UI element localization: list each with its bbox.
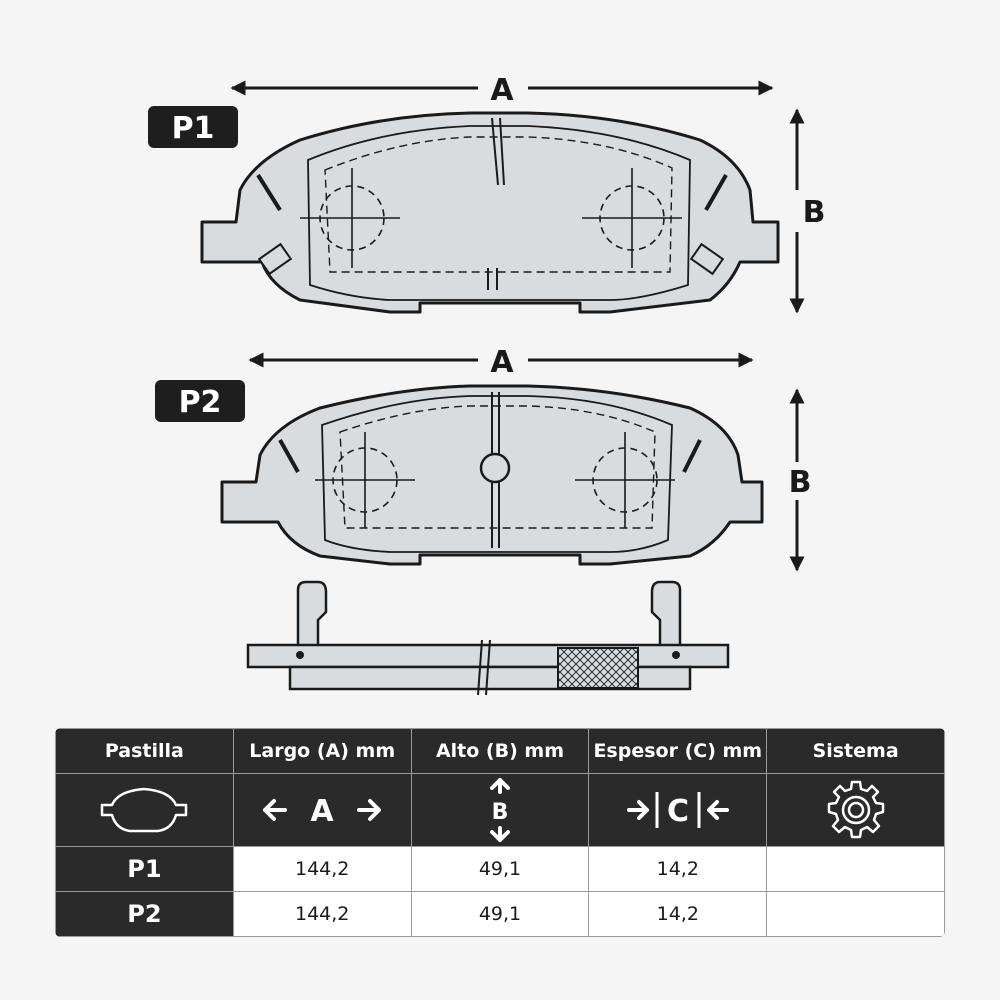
icon-cell-largo: A — [232, 773, 412, 847]
spec-table: Pastilla Largo (A) mm Alto (B) mm Espeso… — [55, 728, 945, 937]
alto-icon-letter: B — [492, 800, 509, 825]
row-p2-espesor: 14,2 — [588, 891, 768, 937]
side-view-clip-right — [650, 580, 682, 648]
spec-table-row-p1: P1 144,2 49,1 14,2 — [55, 846, 945, 892]
pad-p1-center-groove — [491, 117, 499, 186]
row-p1-pastilla: P1 — [55, 846, 234, 892]
pad-p1-clip-right — [689, 242, 725, 276]
row-p2-largo: 144,2 — [232, 891, 412, 937]
spec-table-row-p2: P2 144,2 49,1 14,2 — [55, 891, 945, 937]
pad-p1-wear-line — [324, 136, 673, 273]
pad-p1-slot-left — [256, 173, 282, 212]
alto-arrows-icon: B — [489, 778, 510, 842]
dim-a-p2-label: A — [490, 345, 514, 380]
icon-cell-espesor: C — [588, 773, 768, 847]
pad-p2-badge-label: P2 — [179, 385, 222, 420]
header-sistema: Sistema — [766, 728, 945, 774]
pad-p2-slot-left — [278, 439, 300, 473]
pad-p1-backplate — [200, 111, 780, 314]
spec-table-icon-row: A B — [55, 773, 945, 847]
row-p2-alto: 49,1 — [410, 891, 590, 937]
row-p1-alto: 49,1 — [410, 846, 590, 892]
dim-b-p1-label: B — [803, 195, 826, 230]
espesor-icon-letter: C — [667, 794, 689, 829]
side-view-rivet-right — [672, 651, 680, 659]
header-espesor: Espesor (C) mm — [588, 728, 768, 774]
pad-p2-friction-outline — [321, 395, 673, 553]
largo-icon-letter: A — [311, 794, 335, 829]
espesor-arrows-icon: C — [626, 792, 729, 829]
icon-cell-pastilla — [55, 773, 234, 847]
side-view-clip-left — [296, 580, 328, 648]
pad-p1-badge — [148, 106, 238, 148]
side-view-shim-hatch — [557, 647, 639, 689]
icon-cell-sistema — [766, 773, 945, 847]
pad-p1-slot-right — [704, 174, 728, 211]
pad-p2-badge — [155, 380, 245, 422]
pad-p1-group: P1 A B — [148, 73, 826, 314]
pad-p1-badge-label: P1 — [172, 111, 215, 146]
row-p1-largo: 144,2 — [232, 846, 412, 892]
pad-p2-group: P2 A B — [155, 345, 812, 572]
dim-b-p2-label: B — [789, 465, 812, 500]
side-view-center-mark — [477, 639, 483, 696]
row-p2-sistema — [766, 891, 945, 937]
pad-p1-friction-outline — [307, 125, 691, 301]
pad-p2-slot-right — [682, 439, 702, 473]
pad-outline-icon — [101, 787, 188, 833]
header-largo: Largo (A) mm — [232, 728, 412, 774]
header-pastilla: Pastilla — [55, 728, 234, 774]
pad-p1-center-groove-2 — [499, 117, 505, 186]
header-alto: Alto (B) mm — [410, 728, 590, 774]
pad-p2-center-sensor — [479, 452, 511, 484]
row-p1-espesor: 14,2 — [588, 846, 768, 892]
largo-arrows-icon: A — [263, 794, 382, 829]
row-p1-sistema — [766, 846, 945, 892]
side-view-rivet-left — [296, 651, 304, 659]
row-p2-pastilla: P2 — [55, 891, 234, 937]
brake-pad-drawing: P1 A B P2 A — [148, 73, 826, 696]
dim-a-p1-label: A — [490, 73, 514, 108]
icon-cell-alto: B — [410, 773, 590, 847]
side-view-center-mark-2 — [485, 639, 491, 696]
gear-icon — [827, 780, 884, 839]
pad-p1-clip-left — [257, 242, 293, 276]
spec-table-header-row: Pastilla Largo (A) mm Alto (B) mm Espeso… — [55, 728, 945, 774]
pad-side-view — [246, 580, 730, 696]
